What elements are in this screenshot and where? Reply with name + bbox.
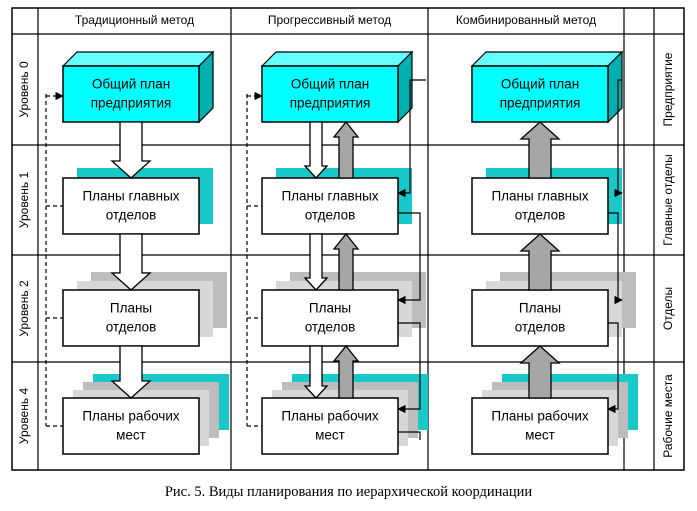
- workplace-plans-box-progressive: [261, 397, 399, 455]
- box-text-line-2: отделов: [305, 320, 356, 335]
- solid-connector: [614, 79, 623, 198]
- dept-plans-box-progressive: [261, 289, 399, 347]
- box-text-line-2: предприятия: [500, 96, 581, 111]
- box-text-line-2: мест: [525, 428, 555, 443]
- solid-connector: [397, 322, 421, 414]
- box-text-line-2: отделов: [106, 208, 157, 223]
- level-label-0: Уровень 0: [17, 61, 31, 118]
- box-text-line-2: предприятия: [290, 96, 371, 111]
- level-label-3: Уровень 4: [17, 388, 31, 445]
- box-text-line-1: Планы: [309, 301, 351, 316]
- box-text-line-1: Планы рабочих: [491, 409, 589, 424]
- down-thin-arrow: [303, 233, 329, 291]
- box-text-line-2: отделов: [515, 320, 566, 335]
- column-header-combined: Комбинированный метод: [456, 13, 596, 27]
- unit-label-0: Предприятие: [661, 52, 675, 126]
- dept-plans-box-traditional: [62, 289, 200, 347]
- unit-label-3: Рабочие места: [661, 374, 675, 458]
- up-block-arrow: [332, 344, 360, 399]
- unit-label-1: Главные отделы: [661, 154, 675, 246]
- dept-plans-box-combined: [471, 289, 609, 347]
- up-block-arrow: [332, 120, 360, 179]
- up-block-arrow: [519, 233, 561, 291]
- general-plan-box-traditional: [62, 65, 200, 123]
- box-text-line-1: Планы рабочих: [281, 409, 379, 424]
- column-header-progressive: Прогрессивный метод: [268, 13, 391, 27]
- down-block-arrow: [110, 345, 152, 399]
- box-text-line-1: Планы: [519, 301, 561, 316]
- general-plan-box-combined: [471, 65, 609, 123]
- unit-label-2: Отделы: [661, 287, 675, 330]
- workplace-plans-box-traditional: [62, 397, 200, 455]
- box-text-line-1: Общий план: [291, 77, 369, 92]
- box-top-face: [260, 51, 414, 67]
- down-block-arrow: [110, 121, 152, 179]
- main-dept-plans-box-traditional: [62, 177, 200, 235]
- box-text-line-1: Планы главных: [491, 189, 588, 204]
- up-block-arrow: [332, 232, 360, 291]
- solid-connector: [397, 79, 426, 198]
- level-label-2: Уровень 2: [17, 280, 31, 337]
- box-text-line-1: Планы рабочих: [82, 409, 180, 424]
- up-block-arrow: [519, 345, 561, 399]
- box-top-face: [61, 51, 215, 67]
- solid-connector: [607, 322, 619, 414]
- box-text-line-1: Планы: [110, 301, 152, 316]
- box-text-line-1: Планы главных: [82, 189, 179, 204]
- main-dept-plans-box-progressive: [261, 177, 399, 235]
- hierarchy-planning-diagram: Традиционный метод Прогрессивный метод Ком…: [11, 7, 685, 471]
- down-thin-arrow: [303, 345, 329, 399]
- box-top-face: [470, 51, 624, 67]
- main-dept-plans-box-combined: [471, 177, 609, 235]
- column-header-traditional: Традиционный метод: [75, 13, 194, 27]
- down-thin-arrow: [303, 121, 329, 179]
- box-text-line-1: Планы главных: [281, 189, 378, 204]
- box-text-line-2: мест: [315, 428, 345, 443]
- figure-caption: Рис. 5. Виды планирования по иерархическ…: [164, 484, 533, 500]
- up-block-arrow: [519, 121, 561, 179]
- outer-frame: [11, 7, 685, 471]
- solid-connector: [398, 431, 421, 440]
- box-text-line-2: отделов: [106, 320, 157, 335]
- workplace-plans-box-combined: [471, 397, 609, 455]
- solid-connector: [397, 212, 421, 305]
- box-text-line-2: отделов: [515, 208, 566, 223]
- general-plan-box-progressive: [261, 65, 399, 123]
- level-label-1: Уровень 1: [17, 172, 31, 229]
- box-text-line-1: Общий план: [92, 77, 170, 92]
- box-text-line-2: отделов: [305, 208, 356, 223]
- box-text-line-2: мест: [116, 428, 146, 443]
- down-block-arrow: [110, 233, 152, 291]
- box-text-line-1: Общий план: [501, 77, 579, 92]
- solid-connector: [608, 212, 623, 305]
- box-text-line-2: предприятия: [91, 96, 172, 111]
